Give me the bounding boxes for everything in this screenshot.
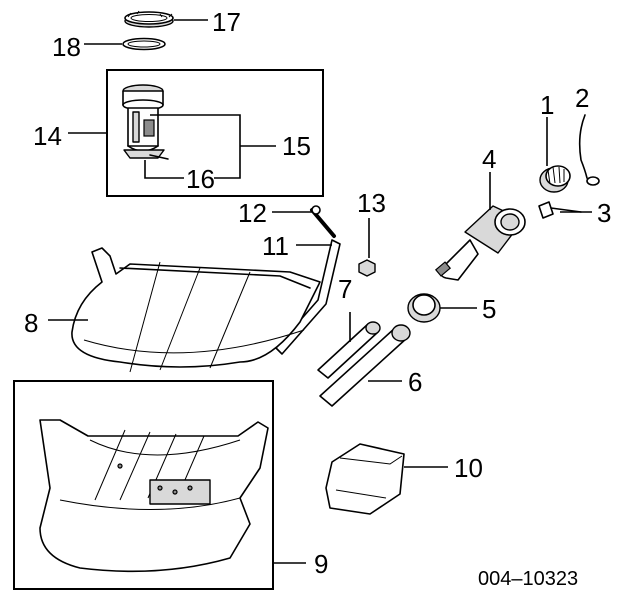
part-screw [538,201,582,219]
part-fuel-cap [539,165,571,193]
callout-10: 10 [454,453,483,483]
callout-18: 18 [52,32,81,62]
part-vent-hose [317,321,381,379]
part-fuel-tank [71,247,321,373]
part-heat-shield [325,443,405,515]
callout-1: 1 [540,90,554,120]
skid-plate-frame [13,380,274,590]
callout-12: 12 [238,198,267,228]
part-skid-plate [39,419,269,573]
part-fill-hose [319,324,411,407]
callout-16: 16 [186,164,215,194]
part-strap-bolt [310,205,336,238]
callout-11: 11 [262,231,289,261]
callout-17: 17 [212,7,241,37]
callout-5: 5 [482,294,496,324]
callout-8: 8 [24,308,38,338]
callout-15: 15 [282,131,311,161]
callout-3: 3 [597,198,611,228]
callout-2: 2 [575,83,589,113]
callout-6: 6 [408,367,422,397]
part-seal-ring [122,37,166,51]
part-cap-tether [578,114,600,186]
diagram-reference-code: 004–10323 [478,568,578,590]
part-lock-ring [124,10,174,28]
part-grommet [407,293,441,323]
part-filler-neck [434,205,526,281]
callout-14: 14 [33,121,62,151]
part-nut [358,259,376,277]
callout-7: 7 [338,274,352,304]
callout-4: 4 [482,144,496,174]
callout-9: 9 [314,549,328,579]
leader-16 [144,160,184,179]
part-fuel-pump-module [122,84,169,160]
callout-13: 13 [357,188,386,218]
